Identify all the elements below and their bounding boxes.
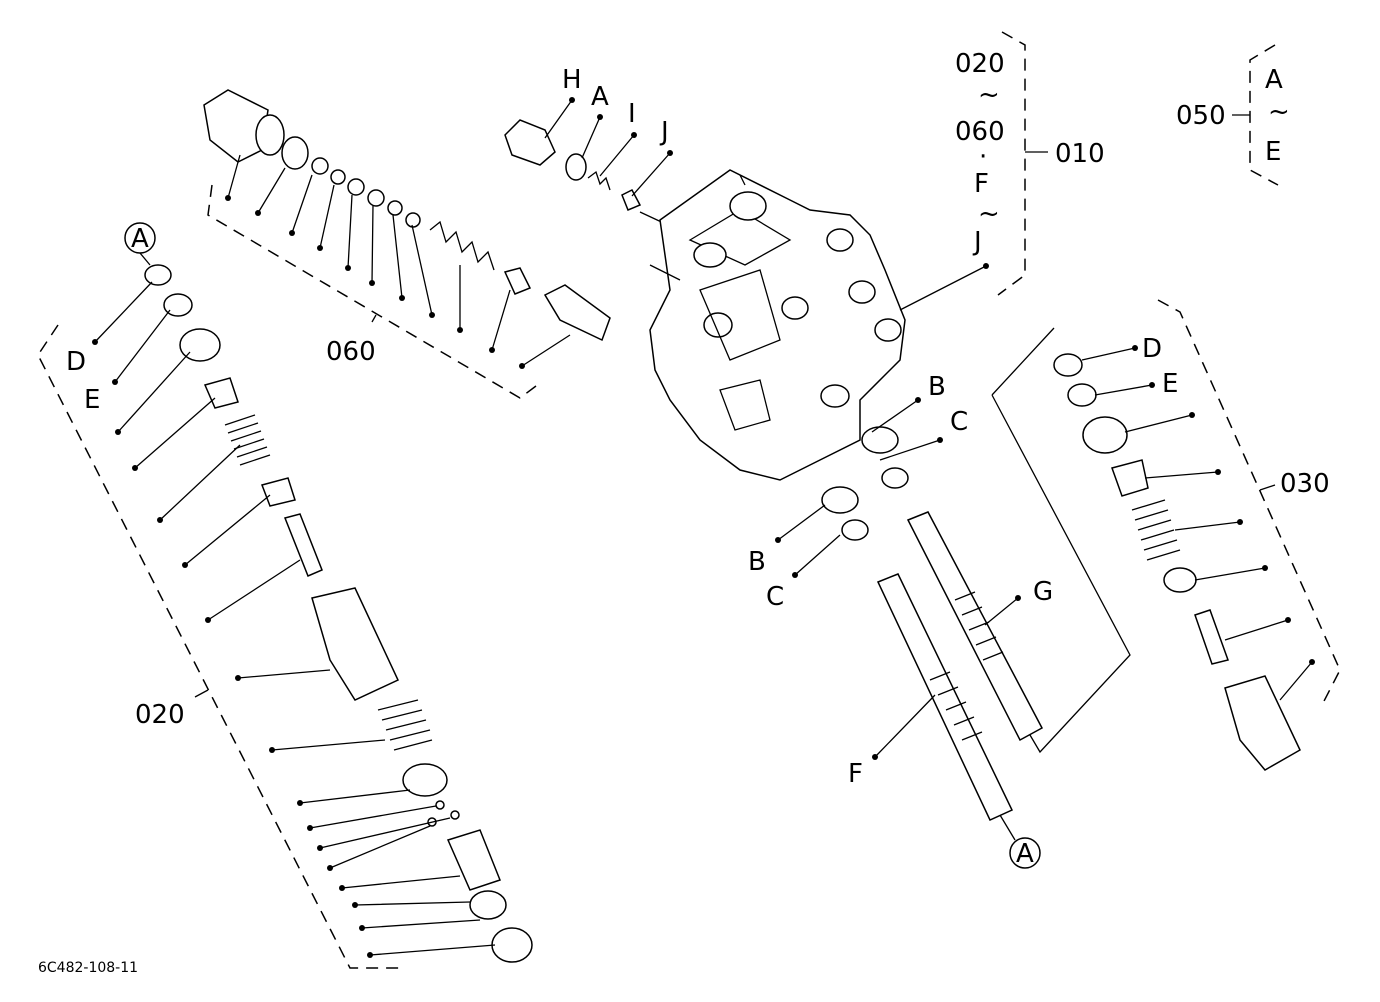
label-B-right: B xyxy=(928,372,946,402)
group-010-assembly: 020 ~ 060 · F ~ J 010 xyxy=(899,31,1105,311)
label-D-right: D xyxy=(1142,334,1162,364)
leaders-060 xyxy=(227,154,571,367)
part-fitting-H xyxy=(504,119,556,166)
part-cap-left xyxy=(469,890,507,920)
label-G: G xyxy=(1033,577,1053,607)
label-A-circle-left: A xyxy=(131,224,149,254)
part-spring-060 xyxy=(429,220,495,271)
label-030-group: 030 xyxy=(1280,469,1330,499)
label-050: 050 xyxy=(1176,101,1226,131)
leaders-020 xyxy=(94,281,496,956)
part-oring-D-right xyxy=(1053,353,1083,377)
part-washer-5 xyxy=(387,200,403,216)
part-ring-C-right xyxy=(881,467,909,489)
part-spool-F xyxy=(876,573,1014,821)
label-H: H xyxy=(562,65,582,95)
part-poppet-J xyxy=(621,189,642,211)
part-plug-right xyxy=(1224,675,1301,771)
group-020: A D E 020 xyxy=(37,222,533,969)
part-body-left xyxy=(446,829,501,891)
part-collar-left-2 xyxy=(402,763,448,797)
part-washer-6 xyxy=(405,212,421,228)
part-washer-2 xyxy=(330,169,346,185)
label-C-right: C xyxy=(950,407,968,437)
label-I: I xyxy=(628,99,636,129)
bracket-020 xyxy=(37,324,400,969)
part-spring-left xyxy=(224,414,271,466)
label-F-top: F xyxy=(974,169,989,199)
part-poppet-060 xyxy=(503,267,532,295)
part-ring-C-mid xyxy=(841,519,869,541)
part-washer-4 xyxy=(367,189,385,207)
part-valve-body xyxy=(649,169,906,481)
bracket-060 xyxy=(207,184,537,399)
part-washer-1 xyxy=(311,157,329,175)
part-snapring-left xyxy=(491,927,533,963)
part-retainer-left xyxy=(261,477,296,507)
label-010: 010 xyxy=(1055,139,1105,169)
part-spool-060 xyxy=(543,284,611,342)
label-D-left: D xyxy=(66,347,86,377)
group-top-fittings: H A I J xyxy=(504,65,701,241)
part-ring-E-right xyxy=(1067,383,1097,407)
part-plug-end xyxy=(255,114,285,156)
part-oring-060 xyxy=(281,136,309,170)
label-020-group: 020 xyxy=(135,700,185,730)
part-seat-left xyxy=(203,377,239,409)
part-poppet-right xyxy=(1194,609,1229,665)
label-tilde-3: ~ xyxy=(1268,97,1290,127)
label-tilde-1: ~ xyxy=(978,80,1000,110)
part-spring-left-2 xyxy=(377,699,433,751)
bracket-030 xyxy=(1157,299,1341,706)
part-seal-B-right xyxy=(861,426,899,454)
part-retainer-right xyxy=(1163,567,1197,593)
label-A-050: A xyxy=(1265,65,1283,95)
label-E-050: E xyxy=(1265,137,1281,167)
label-E-left: E xyxy=(84,385,100,415)
diagram-code: 6C482-108-11 xyxy=(38,960,138,976)
part-spool-G xyxy=(906,511,1044,742)
part-collar-left xyxy=(179,328,221,362)
label-E-right: E xyxy=(1162,369,1178,399)
label-F: F xyxy=(848,759,863,789)
label-C-mid: C xyxy=(766,582,784,612)
part-seal-B-mid xyxy=(821,486,859,514)
label-B-mid: B xyxy=(748,547,766,577)
group-060: 060 xyxy=(203,89,611,399)
part-ring-E-left xyxy=(163,293,193,317)
callout-A-bottom xyxy=(1009,837,1041,869)
label-J-top: J xyxy=(972,227,982,257)
part-oring-D-left xyxy=(144,264,172,286)
label-dotsep: · xyxy=(979,142,987,172)
part-sleeve-left xyxy=(311,587,399,701)
label-A-circle-bottom: A xyxy=(1016,839,1034,869)
label-J: J xyxy=(659,117,669,147)
part-oring-A xyxy=(565,153,587,181)
part-spring-I xyxy=(587,170,611,191)
label-A-top: A xyxy=(591,82,609,112)
group-050: 050 A ~ E xyxy=(1176,44,1290,186)
part-spring-right xyxy=(1131,499,1181,561)
label-060-mid: 060 xyxy=(955,117,1005,147)
group-spools-FG: B C B C G F A xyxy=(748,327,1131,869)
label-tilde-2: ~ xyxy=(978,199,1000,229)
part-collar-right xyxy=(1082,416,1128,454)
part-poppet-left xyxy=(283,513,323,577)
label-020-top: 020 xyxy=(955,49,1005,79)
part-seat-right xyxy=(1111,459,1149,497)
label-060-group: 060 xyxy=(326,337,376,367)
part-washer-3 xyxy=(347,178,365,196)
group-030: D E 030 xyxy=(1053,299,1341,771)
bracket-010 xyxy=(997,31,1026,296)
